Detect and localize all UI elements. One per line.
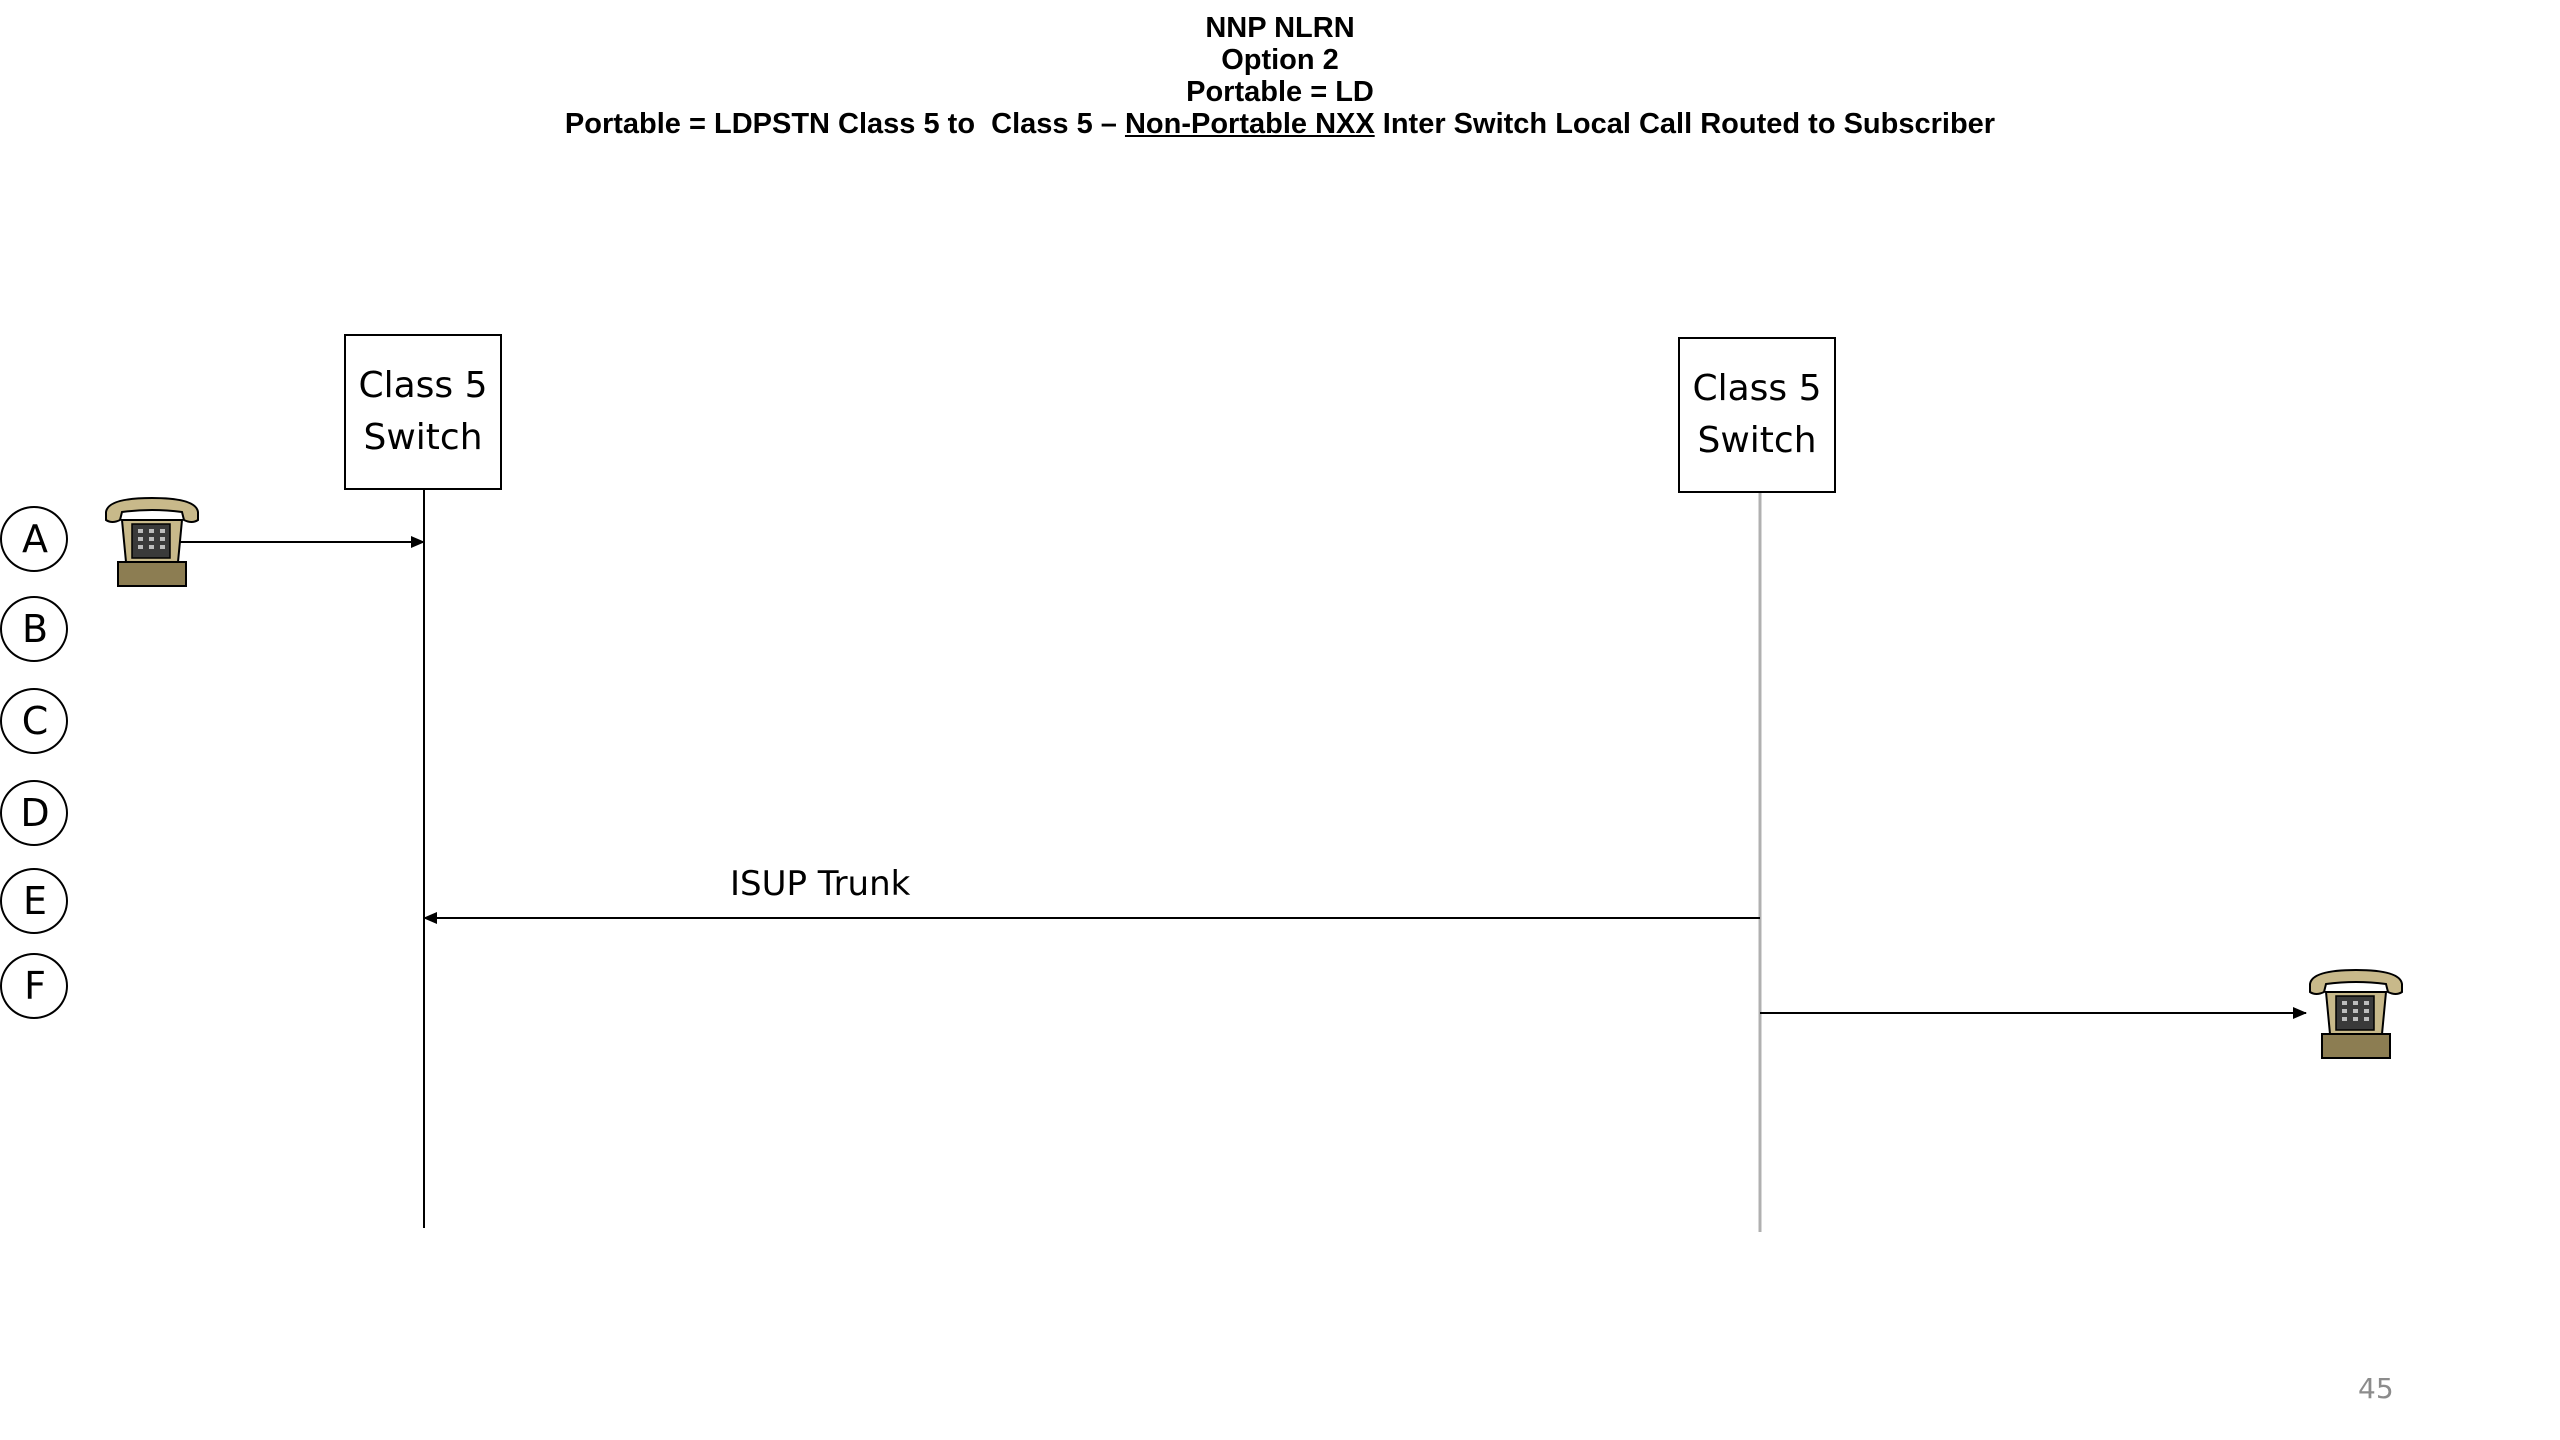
title-line-3: Portable = LD bbox=[1186, 76, 1374, 108]
switch-left-line1: Class 5 bbox=[358, 365, 488, 406]
title-line-4-prefix: Portable = LDPSTN Class 5 to Class 5 – bbox=[564, 108, 1125, 140]
class5-switch-right: Class 5 Switch bbox=[1678, 337, 1836, 493]
step-circle-e: E bbox=[0, 868, 68, 934]
telephone-icon bbox=[2302, 962, 2410, 1067]
step-circle-c: C bbox=[0, 688, 68, 754]
page-number: 45 bbox=[2358, 1372, 2394, 1405]
step-circle-a: A bbox=[0, 506, 68, 572]
slide-title: NNP NLRN Option 2 Portable = LD Portable… bbox=[0, 12, 2560, 140]
switch-right-line2: Switch bbox=[1697, 420, 1817, 461]
step-circle-d: D bbox=[0, 780, 68, 846]
title-line-1: NNP NLRN bbox=[1205, 12, 1355, 44]
switch-left-line2: Switch bbox=[363, 417, 483, 458]
step-circle-b: B bbox=[0, 596, 68, 662]
switch-right-line1: Class 5 bbox=[1692, 368, 1822, 409]
title-line-4-underlined: Non-Portable NXX bbox=[1124, 108, 1375, 140]
title-line-4-suffix: Inter Switch Local Call Routed to Subscr… bbox=[1374, 108, 1996, 140]
telephone-icon bbox=[98, 490, 206, 595]
class5-switch-left: Class 5 Switch bbox=[344, 334, 502, 490]
title-line-4: Portable = LDPSTN Class 5 to Class 5 – N… bbox=[0, 108, 2560, 140]
isup-trunk-label: ISUP Trunk bbox=[730, 864, 911, 904]
title-line-2: Option 2 bbox=[1221, 44, 1339, 76]
step-circle-f: F bbox=[0, 953, 68, 1019]
